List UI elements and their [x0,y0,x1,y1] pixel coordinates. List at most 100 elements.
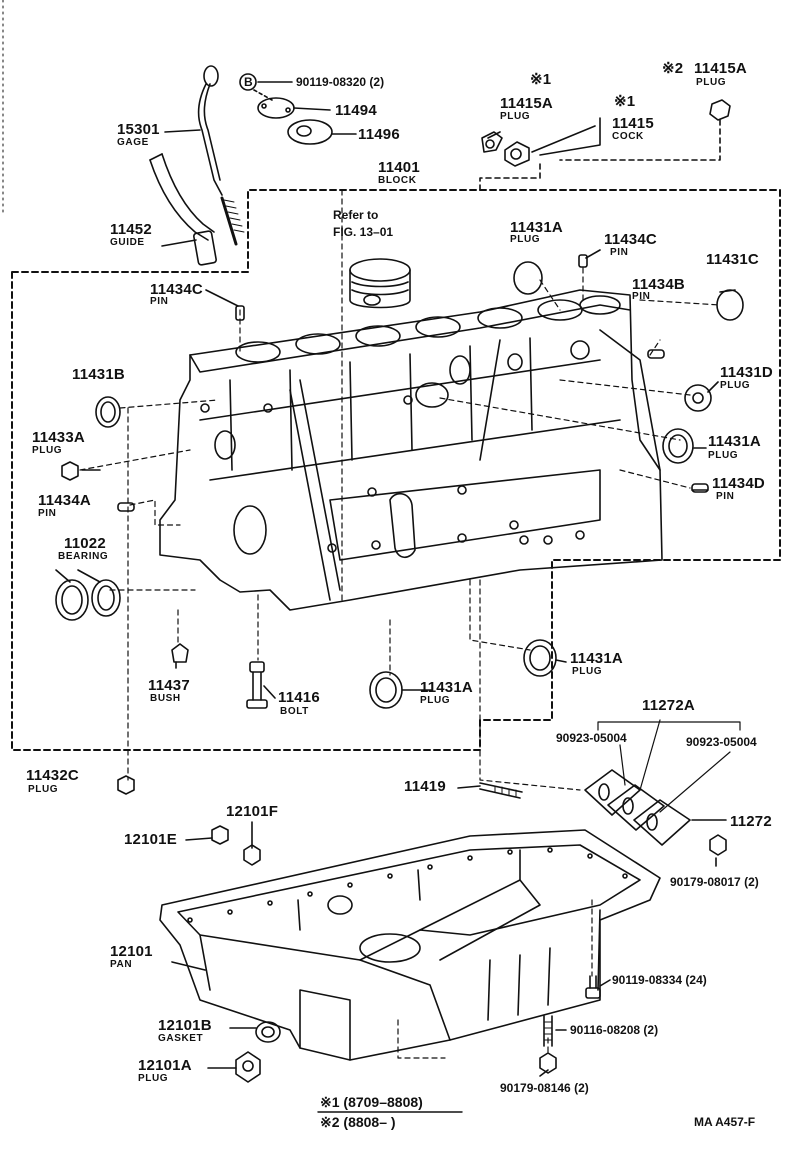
part-11431a-right-label: 11431A [708,433,761,450]
part-90119-08334-label: 90119-08334 (24) [612,973,707,987]
star1-mark-b: ※1 [614,93,636,110]
oil-pan-12101 [159,829,661,1061]
gage-label: GAGE [117,137,149,148]
bush-label: BUSH [150,693,181,704]
plug-11431d [684,384,712,412]
part-11431a-bottom-label: 11431A [420,679,473,696]
plug-11431b [95,396,121,428]
plug-leader-dashed [559,119,721,161]
part-11434b-label: 11434B [632,276,685,293]
plug-label-11433a: PLUG [32,445,63,456]
plug-label-11415a-right: PLUG [696,77,727,88]
part-11431b-label: 11431B [72,366,125,383]
part-12101e-label: 12101E [124,831,177,848]
plug-label-11431a-right: PLUG [708,450,739,461]
plug-12101e [211,825,229,845]
plug-11431c [716,289,744,321]
bolt-90119-08320-label: 90119-08320 (2) [296,75,385,89]
nut-90179-08017 [709,834,727,856]
pin-11434d [691,483,709,493]
pin-label-11434a: PIN [38,508,57,519]
part-11401-label: 11401 [378,159,420,176]
plug-label-11431a-bottom: PLUG [420,695,451,706]
part-11431c-label: 11431C [706,251,759,268]
figure-code: MA A457-F [694,1115,756,1129]
part-90923-left-label: 90923-05004 [556,731,627,745]
part-11419-label: 11419 [404,778,446,795]
guide-label: GUIDE [110,237,145,248]
part-11272a-label: 11272A [642,697,695,714]
piston-ref [349,258,411,309]
plug-label-11432c: PLUG [28,784,59,795]
part-11452-label: 11452 [110,221,152,238]
part-11434c-right-label: 11434C [604,231,657,248]
plug-label-11431a-lowright: PLUG [572,666,603,677]
refer-line-2: FIG. 13–01 [333,225,394,239]
stud-11419 [479,782,523,799]
part-11434c-left-label: 11434C [150,281,203,298]
part-12101b-label: 12101B [158,1017,212,1034]
dipstick-guide-11452 [149,153,217,266]
bolt-11416 [246,661,268,709]
part-11433a-label: 11433A [32,429,85,446]
bearing-label: BEARING [58,551,109,562]
dipstick-gage-15301 [197,65,245,246]
bush-11437 [171,643,189,663]
stud-90116-08208 [543,1015,553,1047]
star2-mark: ※2 [662,60,684,77]
drain-plug-12101a [235,1051,261,1083]
part-11434a-label: 11434A [38,492,91,509]
pin-11434c-right [578,254,588,268]
part-11434d-label: 11434D [712,475,765,492]
plug-11431a-right [662,428,694,464]
cover-plate-11494 [257,97,295,119]
gasket-12101b [255,1021,281,1043]
plug-label-11431d: PLUG [720,380,751,391]
cock-leader-dashed [479,159,541,191]
cock-11415 [504,141,530,167]
refer-line-1: Refer to [333,208,379,222]
bolt-90119-08334 [585,975,601,999]
nut-90179-08146 [539,1052,557,1074]
star1-mark-a: ※1 [530,71,552,88]
part-11416-label: 11416 [278,689,320,706]
bolt-label: BOLT [280,706,309,717]
part-90923-right-label: 90923-05004 [686,735,757,749]
circle-b-label: B [244,75,253,89]
pin-label-11434c-left: PIN [150,296,169,307]
legend-star2: ※2 (8808– ) [320,1114,396,1130]
part-11431d-label: 11431D [720,364,773,381]
part-12101f-label: 12101F [226,803,279,820]
part-11496-label: 11496 [358,126,400,143]
bolt-b-mark [239,73,257,91]
pin-label-11434d: PIN [716,491,735,502]
plug-11415a-right [709,99,731,121]
pin-11434c-left [235,305,245,321]
plug-11431a-bottom [369,671,403,709]
bearing-11022 [55,579,121,621]
pin-label-11434b: PIN [632,291,651,302]
plug-11433a [61,461,79,481]
part-11415-label: 11415 [612,115,654,132]
cock-label: COCK [612,131,644,142]
plug-11415a-left [481,131,503,153]
gasket-11496 [287,119,333,145]
pin-11434a [117,502,135,512]
part-90116-08208-label: 90116-08208 (2) [570,1023,659,1037]
part-12101a-label: 12101A [138,1057,192,1074]
plug-label-11431a-top: PLUG [510,234,541,245]
part-11437-label: 11437 [148,677,190,694]
block-boundary-dashed [11,189,781,751]
block-label: BLOCK [378,175,417,186]
plug-11431a-lowright [523,639,557,677]
gasket-label: GASKET [158,1033,204,1044]
part-11272-label: 11272 [730,813,772,830]
rear-plate-11272 [584,769,691,846]
plug-label-12101a: PLUG [138,1073,169,1084]
pin-label-11434c-right: PIN [610,247,629,258]
plug-11432c [117,775,135,795]
part-11431a-top-label: 11431A [510,219,563,236]
plug-label-11415a-left: PLUG [500,111,531,122]
part-11415a-left-label: 11415A [500,95,553,112]
